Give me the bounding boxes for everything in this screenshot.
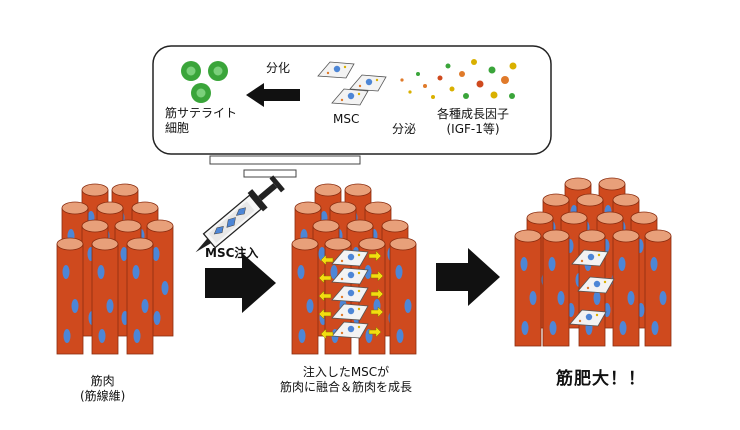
callout-connector [209,155,361,178]
satellite-cell-label-line2: 細胞 [165,121,190,135]
muscle-label-line1: 筋肉 [90,374,115,388]
muscle-bundle-left [56,183,174,355]
growth-factors-label-line1: 各種成長因子 [437,107,510,121]
growth-factors-label: 各種成長因子 (IGF-1等) [437,107,509,137]
differentiation-arrow [246,83,300,107]
satellite-cell-label-line1: 筋サテライト [165,106,238,120]
growth-arrow [436,248,500,306]
growth-factors-label-line2: (IGF-1等) [446,122,500,136]
satellite-cells [181,61,228,103]
syringe-icon [195,175,285,253]
growth-factor-dots [400,59,517,99]
fusion-label-line2: 筋肉に融合＆筋肉を成長 [280,380,413,394]
fusion-label-line1: 注入したMSCが [302,365,390,379]
fusion-label: 注入したMSCが 筋肉に融合＆筋肉を成長 [280,365,412,395]
satellite-cell-label: 筋サテライト 細胞 [165,106,237,136]
result-label: 筋肥大！！ [556,369,646,389]
secretion-label: 分泌 [392,122,417,136]
differentiation-label: 分化 [266,61,291,75]
muscle-label: 筋肉 (筋線維) [80,374,125,404]
injection-label: MSC注入 [205,246,259,260]
muscle-label-line2: (筋線維) [80,389,126,403]
inject-arrow [205,253,276,313]
msc-label: MSC [333,112,360,126]
